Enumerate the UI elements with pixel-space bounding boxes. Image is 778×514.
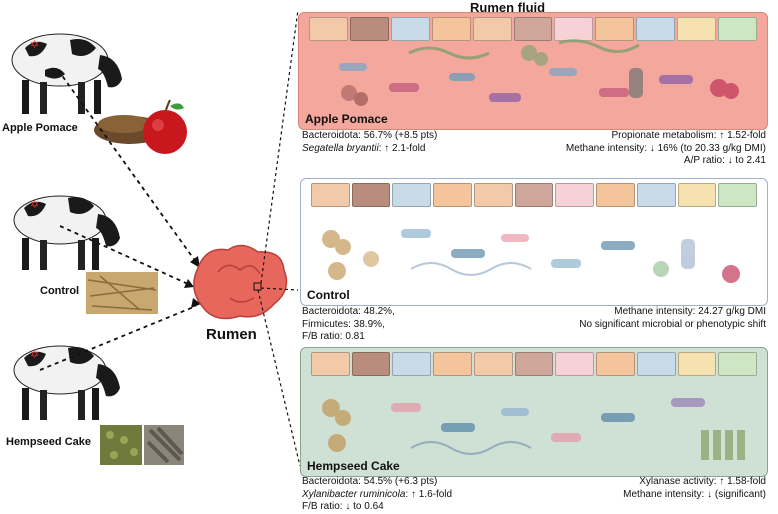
apple-pomace-feed-icon (94, 99, 187, 154)
arrowheads (184, 256, 201, 308)
hempseed-cake-panel: Hempseed Cake (300, 347, 768, 477)
epithelium-cells (311, 352, 758, 376)
svg-text:✡: ✡ (30, 348, 39, 361)
control-panel-title: Control (307, 288, 350, 302)
control-panel: Control (300, 178, 768, 306)
microbes-hemp (322, 398, 745, 460)
hempseed-cake-label: Hempseed Cake (6, 436, 91, 448)
zoom-connectors (257, 9, 301, 467)
rumen-icon (193, 244, 288, 320)
control-feed-icon (86, 272, 158, 314)
hemp-left-notes: Bacteroidota: 54.5% (+6.3 pts) Xylanibac… (302, 476, 453, 512)
rumen-fluid-title: Rumen fluid (470, 0, 546, 15)
epithelium-cells (309, 17, 757, 41)
hemp-panel-title: Hempseed Cake (307, 459, 400, 473)
control-right-notes: Methane intensity: 24.27 g/kg DMI No sig… (579, 306, 766, 330)
cow-icon-hemp: ✡ (13, 345, 120, 420)
svg-text:✡: ✡ (30, 198, 39, 211)
apple-right-notes: Propionate metabolism: ↑ 1.52-fold Metha… (565, 130, 766, 166)
cow-icon-apple: ✡ (11, 33, 122, 114)
apple-pomace-label: Apple Pomace (2, 122, 78, 134)
apple-left-notes: Bacteroidota: 56.7% (+8.5 pts) Segatella… (302, 130, 438, 154)
epithelium-cells (311, 183, 758, 207)
rumen-label: Rumen (206, 326, 257, 343)
cow-icon-control: ✡ (13, 195, 120, 270)
svg-text:✡: ✡ (30, 38, 39, 51)
hempseed-cake-feed-icon (100, 425, 184, 465)
control-left-notes: Bacteroidota: 48.2%, Firmicutes: 38.9%, … (302, 306, 395, 342)
microbes-apple (339, 39, 739, 106)
hemp-right-notes: Xylanase activity: ↑ 1.58-fold Methane i… (623, 476, 766, 500)
apple-pomace-panel: Apple Pomace (298, 12, 768, 130)
microbes-control (322, 229, 740, 283)
apple-panel-title: Apple Pomace (305, 112, 388, 126)
control-label: Control (40, 285, 80, 297)
